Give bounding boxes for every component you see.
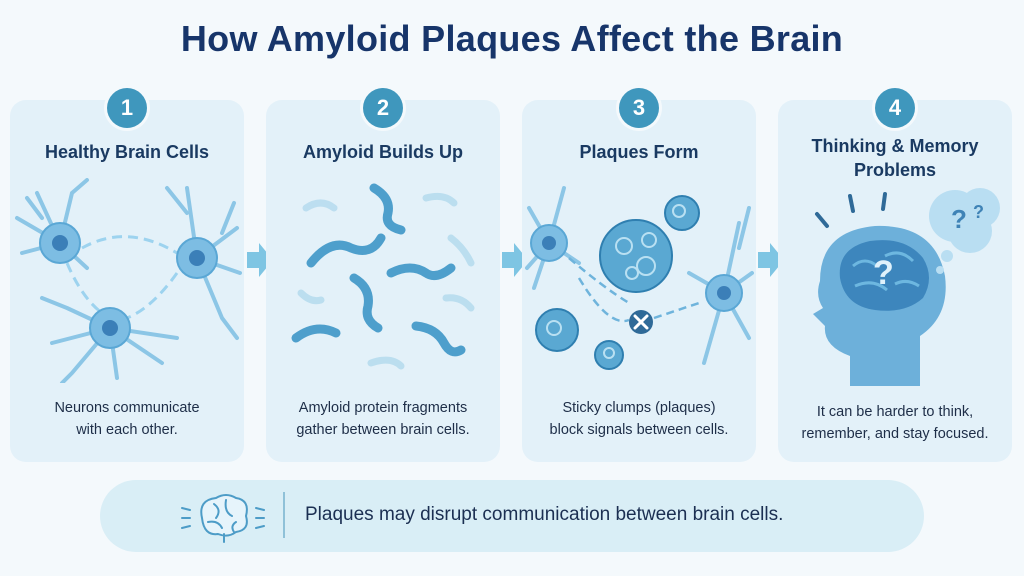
panel-2-title: Amyloid Builds Up	[302, 142, 463, 162]
page-title: How Amyloid Plaques Affect the Brain	[180, 18, 844, 59]
step-arrow-1	[247, 243, 273, 277]
panel-2-caption-line-2: gather between brain cells.	[296, 422, 470, 438]
svg-text:?: ?	[951, 204, 967, 234]
step-badge-2: 2	[363, 88, 403, 128]
svg-text:?: ?	[973, 202, 984, 222]
question-thought-bubble-icon: ? ?	[929, 188, 1000, 274]
panel-4-title-line-1: Thinking & Memory	[811, 136, 979, 156]
step-arrow-3	[758, 243, 784, 277]
healthy-neurons-illustration	[15, 178, 242, 383]
panel-1-title: Healthy Brain Cells	[44, 142, 210, 162]
svg-text:?: ?	[873, 254, 894, 292]
blocked-signal-icon	[629, 310, 653, 334]
summary-text: Plaques may disrupt communication betwee…	[305, 504, 784, 525]
brain-icon	[181, 494, 265, 543]
panel-3-title: Plaques Form	[579, 142, 699, 162]
step-arrow-2	[502, 243, 528, 277]
step-badge-1: 1	[107, 88, 147, 128]
panel-3-caption-line-1: Sticky clumps (plaques)	[562, 400, 716, 416]
panel-1-caption-line-2: with each other.	[76, 422, 178, 438]
panel-amyloid-buildup	[266, 100, 500, 462]
amyloid-fragments-illustration	[291, 183, 475, 370]
panel-4-caption-line-2: remember, and stay focused.	[801, 426, 989, 442]
panel-4-title-line-2: Problems	[853, 160, 937, 180]
step-badge-3: 3	[619, 88, 659, 128]
step-badge-4: 4	[875, 88, 915, 128]
plaques-illustration	[525, 186, 754, 370]
confused-head-illustration: ? ? ?	[813, 188, 1000, 386]
panel-4-caption-line-1: It can be harder to think,	[816, 404, 974, 420]
summary-divider	[283, 492, 285, 538]
panel-3-caption-line-2: block signals between cells.	[549, 422, 729, 438]
panel-1-caption-line-1: Neurons communicate	[54, 400, 200, 416]
panel-2-caption-line-1: Amyloid protein fragments	[298, 400, 468, 416]
